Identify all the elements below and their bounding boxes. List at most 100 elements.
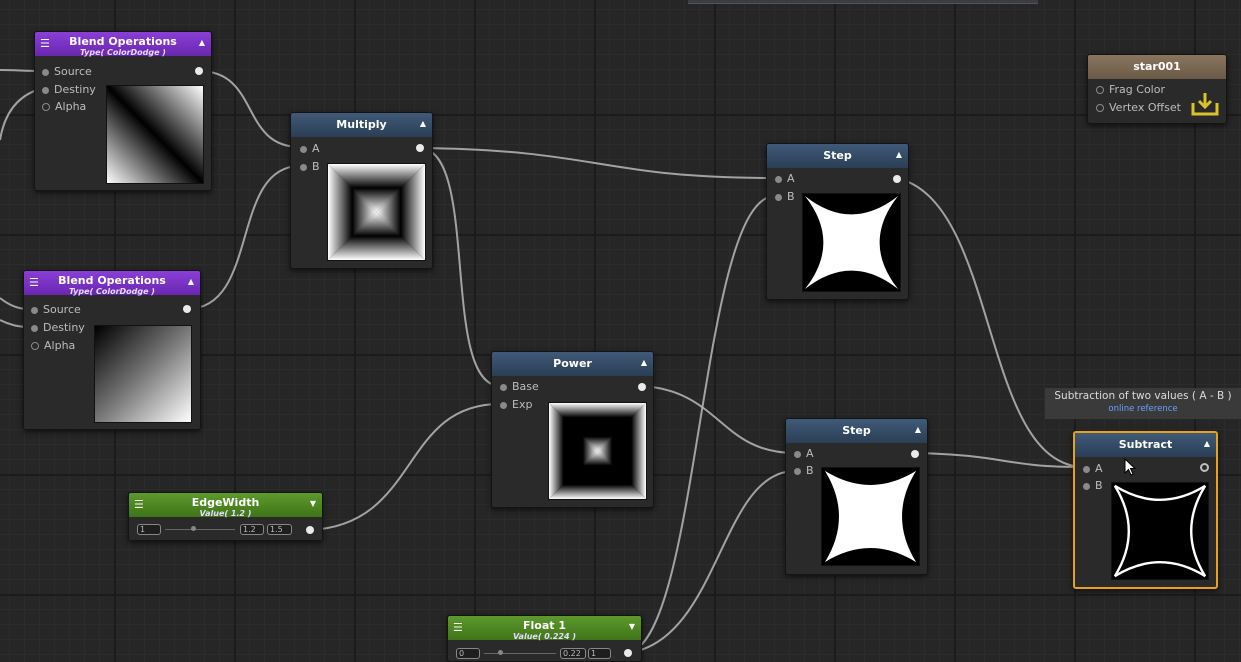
menu-icon[interactable]: ☰ xyxy=(453,621,463,634)
output-node-star001[interactable]: star001 Frag Color Vertex Offset xyxy=(1087,54,1227,124)
slider-track[interactable] xyxy=(165,529,235,530)
slider-knob[interactable] xyxy=(498,650,504,655)
max-field[interactable]: 1 xyxy=(588,648,611,659)
input-dot-icon[interactable] xyxy=(794,468,801,475)
menu-icon[interactable]: ☰ xyxy=(29,276,39,289)
value-slider[interactable]: 0 0.22 1 xyxy=(456,648,616,659)
step-node-1[interactable]: Step ▲ A B xyxy=(766,143,909,300)
wire-step2-subtract xyxy=(913,452,1086,468)
chevron-down-icon[interactable]: ▼ xyxy=(628,622,635,631)
node-header[interactable]: ☰ Float 1 Value( 0.224 ) ▼ xyxy=(448,616,641,641)
input-dot-icon[interactable] xyxy=(42,87,49,94)
port-b[interactable]: B xyxy=(775,191,795,203)
blend-operations-node-1[interactable]: ☰ Blend Operations Type( ColorDodge ) ▲ … xyxy=(34,31,212,191)
port-vertex-offset[interactable]: Vertex Offset xyxy=(1096,102,1181,114)
input-dot-icon[interactable] xyxy=(300,146,307,153)
slider-track[interactable] xyxy=(484,653,556,654)
port-a[interactable]: A xyxy=(775,173,795,185)
input-dot-icon[interactable] xyxy=(31,307,38,314)
port-label: Destiny xyxy=(54,83,96,96)
port-source[interactable]: Source xyxy=(31,304,81,316)
collapse-triangle-icon[interactable]: ▲ xyxy=(895,150,902,159)
port-alpha[interactable]: Alpha xyxy=(31,340,75,352)
node-header[interactable]: star001 xyxy=(1088,55,1226,79)
min-field[interactable]: 1 xyxy=(137,524,161,535)
step-node-2[interactable]: Step ▲ A B xyxy=(785,418,928,575)
node-subtitle: Type( ColorDodge ) xyxy=(69,287,155,296)
port-alpha[interactable]: Alpha xyxy=(42,101,86,113)
multiply-node[interactable]: Multiply ▲ A B xyxy=(290,112,433,269)
collapse-triangle-icon[interactable]: ▲ xyxy=(187,277,194,286)
node-header[interactable]: ☰ Blend Operations Type( ColorDodge ) ▲ xyxy=(35,32,211,57)
output-port[interactable] xyxy=(624,649,632,657)
port-exp[interactable]: Exp xyxy=(500,399,532,411)
node-header[interactable]: ☰ Blend Operations Type( ColorDodge ) ▲ xyxy=(24,271,200,296)
node-title: star001 xyxy=(1133,60,1181,73)
value-slider[interactable]: 1 1.2 1.5 xyxy=(137,524,292,535)
output-port[interactable] xyxy=(638,383,646,391)
value-field[interactable]: 0.22 xyxy=(560,648,586,659)
menu-icon[interactable]: ☰ xyxy=(40,37,50,50)
input-dot-icon[interactable] xyxy=(1083,466,1090,473)
input-dot-icon[interactable] xyxy=(500,402,507,409)
node-header[interactable]: Power ▲ xyxy=(492,352,653,376)
node-header[interactable]: Subtract ▲ xyxy=(1075,433,1216,457)
node-header[interactable]: ☰ EdgeWidth Value( 1.2 ) ▼ xyxy=(129,493,322,518)
edgewidth-property-node[interactable]: ☰ EdgeWidth Value( 1.2 ) ▼ 1 1.2 1.5 xyxy=(128,492,323,541)
float-property-node[interactable]: ☰ Float 1 Value( 0.224 ) ▼ 0 0.22 1 xyxy=(447,615,642,662)
port-b[interactable]: B xyxy=(794,465,814,477)
chevron-down-icon[interactable]: ▼ xyxy=(309,499,316,508)
power-node[interactable]: Power ▲ Base Exp xyxy=(491,351,654,508)
input-dot-icon[interactable] xyxy=(42,69,49,76)
input-dot-icon[interactable] xyxy=(42,103,50,111)
collapse-triangle-icon[interactable]: ▲ xyxy=(640,358,647,367)
input-dot-icon[interactable] xyxy=(31,325,38,332)
value-field[interactable]: 1.2 xyxy=(240,524,264,535)
input-dot-icon[interactable] xyxy=(300,164,307,171)
output-download-icon xyxy=(1191,91,1219,121)
node-tooltip: Subtraction of two values ( A - B ) onli… xyxy=(1045,388,1241,419)
input-dot-icon[interactable] xyxy=(500,384,507,391)
port-label: A xyxy=(1095,462,1103,475)
node-header[interactable]: Step ▲ xyxy=(767,144,908,168)
max-field[interactable]: 1.5 xyxy=(267,524,292,535)
port-frag-color[interactable]: Frag Color xyxy=(1096,84,1165,96)
output-port[interactable] xyxy=(911,450,919,458)
preview-image xyxy=(106,85,204,184)
input-dot-icon[interactable] xyxy=(31,342,39,350)
output-port[interactable] xyxy=(183,305,191,313)
subtract-node[interactable]: Subtract ▲ A B xyxy=(1073,431,1218,589)
output-port[interactable] xyxy=(893,175,901,183)
node-header[interactable]: Step ▲ xyxy=(786,419,927,443)
collapse-triangle-icon[interactable]: ▲ xyxy=(198,38,205,47)
port-a[interactable]: A xyxy=(794,448,814,460)
port-source[interactable]: Source xyxy=(42,66,92,78)
port-b[interactable]: B xyxy=(1083,480,1103,492)
input-dot-icon[interactable] xyxy=(1083,483,1090,490)
min-field[interactable]: 0 xyxy=(456,648,480,659)
slider-knob[interactable] xyxy=(191,526,196,531)
input-dot-icon[interactable] xyxy=(1096,104,1104,112)
input-dot-icon[interactable] xyxy=(775,194,782,201)
input-dot-icon[interactable] xyxy=(1096,86,1104,94)
blend-operations-node-2[interactable]: ☰ Blend Operations Type( ColorDodge ) ▲ … xyxy=(23,270,201,430)
port-a[interactable]: A xyxy=(300,143,320,155)
port-a[interactable]: A xyxy=(1083,463,1103,475)
collapse-triangle-icon[interactable]: ▲ xyxy=(419,119,426,128)
online-reference-link[interactable]: online reference xyxy=(1108,404,1178,414)
port-b[interactable]: B xyxy=(300,161,320,173)
output-port[interactable] xyxy=(306,526,314,534)
preview-image xyxy=(327,163,426,261)
collapse-triangle-icon[interactable]: ▲ xyxy=(1203,439,1210,448)
port-destiny[interactable]: Destiny xyxy=(42,84,96,96)
output-port[interactable] xyxy=(1200,463,1209,472)
collapse-triangle-icon[interactable]: ▲ xyxy=(914,425,921,434)
input-dot-icon[interactable] xyxy=(775,176,782,183)
port-destiny[interactable]: Destiny xyxy=(31,322,85,334)
menu-icon[interactable]: ☰ xyxy=(134,498,144,511)
port-base[interactable]: Base xyxy=(500,381,539,393)
node-header[interactable]: Multiply ▲ xyxy=(291,113,432,137)
output-port[interactable] xyxy=(416,144,424,152)
output-port[interactable] xyxy=(195,67,203,75)
input-dot-icon[interactable] xyxy=(794,451,801,458)
